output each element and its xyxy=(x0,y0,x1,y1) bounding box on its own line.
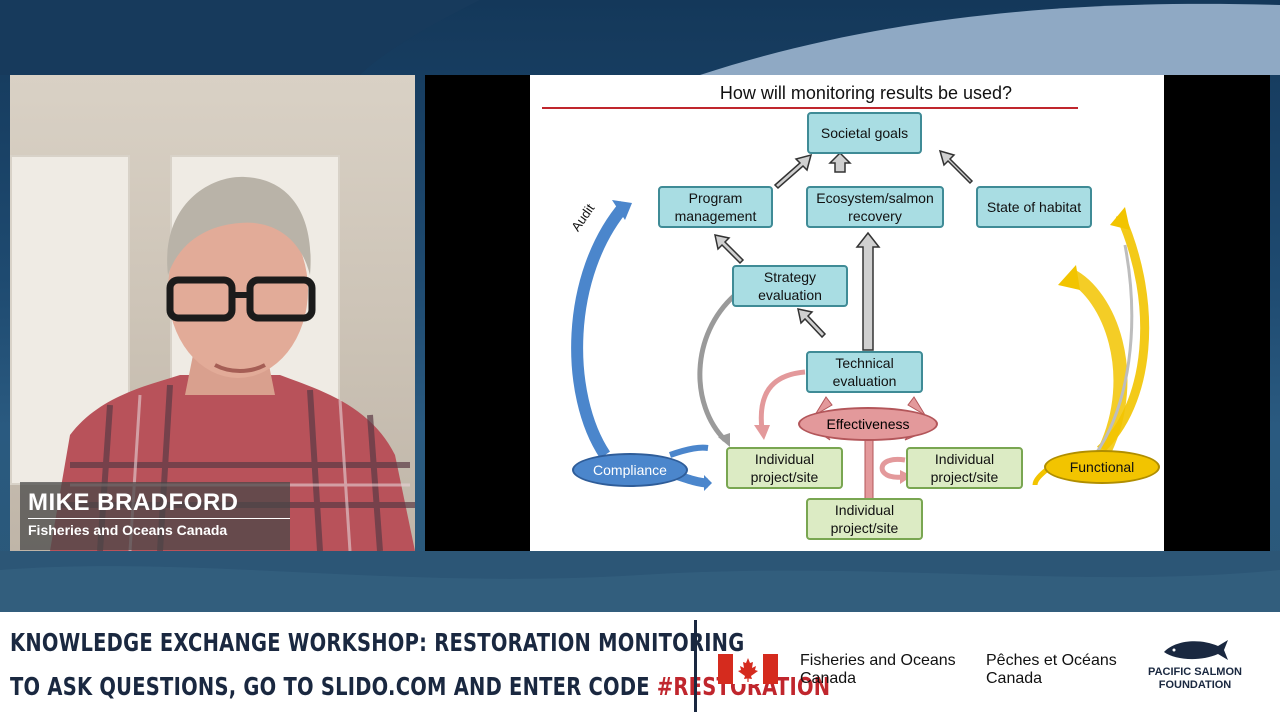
node-project-site-3: Individual project/site xyxy=(806,498,923,540)
gov-fr-line1: Pêches et Océans xyxy=(986,652,1117,669)
arrow-strategy-to-program xyxy=(714,234,745,265)
node-technical-evaluation: Technical evaluation xyxy=(806,351,923,393)
psf-line2: FOUNDATION xyxy=(1158,679,1232,691)
gov-fr-line2: Canada xyxy=(986,670,1043,687)
gov-name-french: Pêches et Océans Canada xyxy=(986,652,1117,688)
banner-instructions: TO ASK QUESTIONS, GO TO SLIDO.COM AND EN… xyxy=(10,672,830,701)
salmon-logo-icon xyxy=(1164,640,1228,660)
node-project-site-2: Individual project/site xyxy=(906,447,1023,489)
arrow-technical-to-ecosystem xyxy=(855,231,881,351)
node-functional: Functional xyxy=(1044,450,1160,484)
psf-name: PACIFIC SALMON FOUNDATION xyxy=(1130,666,1260,692)
banner-instructions-text: TO ASK QUESTIONS, GO TO SLIDO.COM AND EN… xyxy=(10,672,657,701)
node-compliance: Compliance xyxy=(572,453,688,487)
gov-en-line2: Canada xyxy=(800,670,857,687)
node-project-site-1: Individual project/site xyxy=(726,447,843,489)
arrow-technical-to-strategy xyxy=(797,308,827,339)
gov-en-line1: Fisheries and Oceans xyxy=(800,652,956,669)
banner-title: KNOWLEDGE EXCHANGE WORKSHOP: RESTORATION… xyxy=(10,628,745,657)
slide-title: How will monitoring results be used? xyxy=(719,83,1013,103)
node-effectiveness: Effectiveness xyxy=(798,407,938,441)
speaker-figure xyxy=(50,176,415,551)
banner-divider xyxy=(694,620,697,712)
arrow-program-to-societal xyxy=(773,153,813,190)
arrow-ecosystem-to-societal xyxy=(828,151,852,173)
presentation-slide: How will monitoring results be used? xyxy=(530,75,1164,551)
speaker-name: MIKE BRADFORD xyxy=(28,489,239,516)
node-program-management: Program management xyxy=(658,186,773,228)
speaker-name-plate: MIKE BRADFORD Fisheries and Oceans Canad… xyxy=(20,482,290,550)
gov-name-english: Fisheries and Oceans Canada xyxy=(800,652,956,688)
node-strategy-evaluation: Strategy evaluation xyxy=(732,265,848,307)
node-ecosystem-recovery: Ecosystem/salmon recovery xyxy=(806,186,944,228)
slide-title-rule xyxy=(542,107,1078,109)
speaker-video: MIKE BRADFORD Fisheries and Oceans Canad… xyxy=(10,75,415,551)
speaker-organization: Fisheries and Oceans Canada xyxy=(28,522,228,538)
psf-line1: PACIFIC SALMON xyxy=(1148,666,1242,678)
bottom-banner: KNOWLEDGE EXCHANGE WORKSHOP: RESTORATION… xyxy=(0,612,1280,720)
arrow-habitat-to-societal xyxy=(938,149,974,185)
node-state-of-habitat: State of habitat xyxy=(976,186,1092,228)
background-wave xyxy=(0,3,1280,612)
node-societal-goals: Societal goals xyxy=(807,112,922,154)
name-divider xyxy=(28,518,290,519)
canada-flag-icon xyxy=(718,654,778,684)
